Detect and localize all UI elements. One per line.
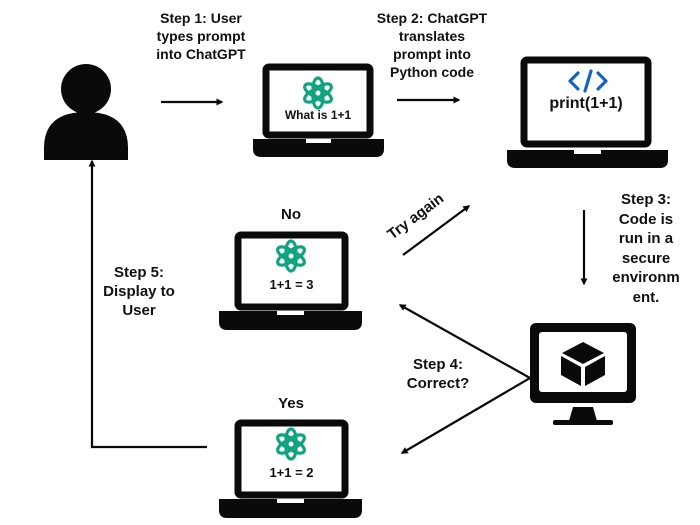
step5-line1: Step 5: xyxy=(113,264,164,281)
step3-label: Step 3: Code is run in a secure environm… xyxy=(606,190,686,307)
laptop-code xyxy=(507,56,668,168)
step1-label: Step 1: User types prompt into ChatGPT xyxy=(145,9,257,63)
arrow-env-to-yes xyxy=(400,377,531,454)
step1-line2: types prompt xyxy=(156,28,246,44)
no-screen-text: 1+1 = 3 xyxy=(269,277,314,292)
cube-icon xyxy=(561,342,605,386)
step5-line3: User xyxy=(122,302,156,319)
step5-label: Step 5: Display to User xyxy=(97,263,181,320)
step3-line6: ent. xyxy=(632,288,660,306)
step5-line2: Display to xyxy=(103,283,175,300)
arrow-yes-to-user xyxy=(88,159,207,449)
step4-label: Step 4: Correct? xyxy=(396,355,480,393)
user-silhouette-icon xyxy=(44,64,128,160)
step3-line3: run in a xyxy=(618,230,674,247)
step1-line1: Step 1: User xyxy=(160,10,242,26)
step2-label: Step 2: ChatGPT translates prompt into P… xyxy=(364,9,500,81)
yes-screen-text: 1+1 = 2 xyxy=(269,465,314,480)
laptop-no xyxy=(219,231,362,330)
secure-environment-monitor xyxy=(530,323,636,425)
arrow-env-to-no xyxy=(398,304,531,379)
step2-line1: Step 2: ChatGPT xyxy=(376,10,488,26)
code-screen-text: print(1+1) xyxy=(549,95,623,112)
step2-line3: prompt into xyxy=(393,46,471,62)
arrow-try-again xyxy=(402,205,471,256)
yes-label: Yes xyxy=(278,395,304,412)
prompt-screen-text: What is 1+1 xyxy=(284,108,352,122)
step4-line2: Correct? xyxy=(406,375,470,392)
step2-line4: Python code xyxy=(389,64,474,80)
no-label: No xyxy=(281,206,301,223)
laptop-yes xyxy=(219,419,362,518)
code-brackets-icon xyxy=(568,69,608,93)
step3-line4: secure xyxy=(621,249,671,267)
step3-line5: environm xyxy=(612,269,680,286)
step3-line2: Code is xyxy=(618,210,674,228)
step4-line1: Step 4: xyxy=(412,356,463,373)
step1-line3: into ChatGPT xyxy=(156,46,246,62)
step2-line2: translates xyxy=(398,28,466,44)
laptop-prompt xyxy=(253,63,384,157)
step3-line1: Step 3: xyxy=(620,191,671,208)
